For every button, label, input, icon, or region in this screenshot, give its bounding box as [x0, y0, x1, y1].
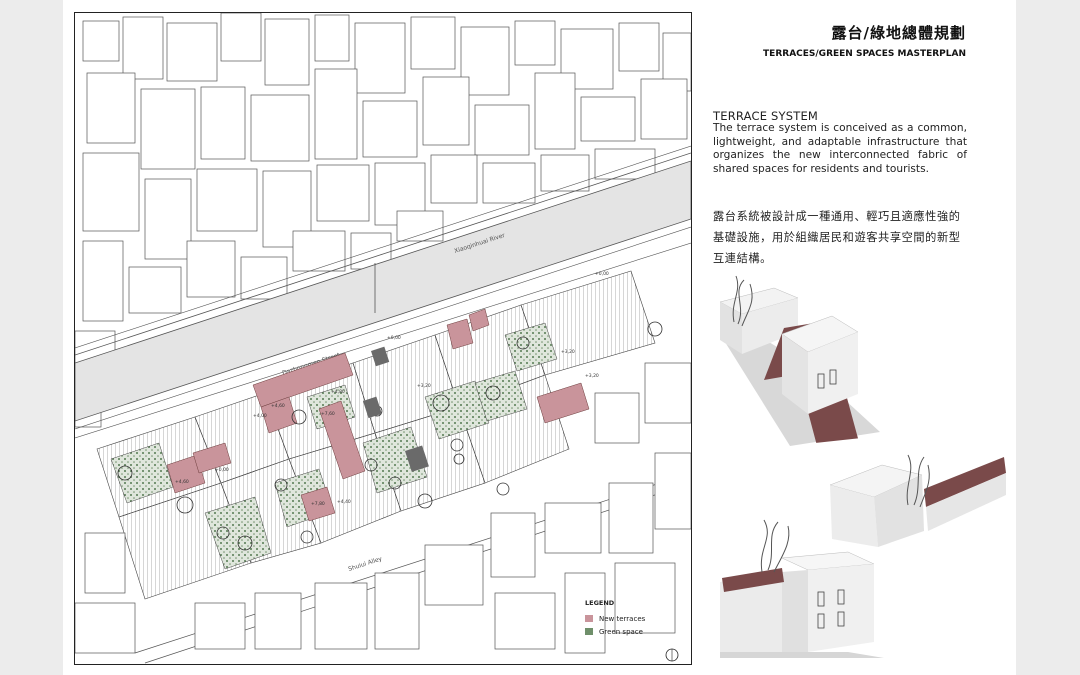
legend-swatch-green	[585, 628, 593, 635]
elevation-label: +4,60	[175, 479, 189, 485]
new-terraces	[166, 308, 590, 522]
page-title-en: TERRACES/GREEN SPACES MASTERPLAN	[763, 49, 966, 59]
courtyard-blocks	[363, 346, 429, 472]
elevation-label: +4,80	[331, 389, 345, 395]
model-photo-1	[712, 262, 887, 447]
legend-title: LEGEND	[585, 599, 615, 607]
model-illustration-1	[719, 275, 880, 446]
section-body-en: The terrace system is conceived as a com…	[713, 122, 967, 176]
elevation-label: +3,20	[561, 349, 575, 355]
elevation-label: +4,60	[271, 403, 285, 409]
elevation-label: +7,60	[321, 411, 335, 417]
masterplan-map: Xiaoqinhuai River Dazhongmen Street	[74, 12, 692, 665]
elevation-label: +3,20	[585, 373, 599, 379]
model-illustration-3	[720, 519, 884, 658]
map-legend: LEGEND New terraces Green space	[585, 599, 646, 636]
elevation-label: +7,80	[311, 501, 325, 507]
elevation-label: +0,00	[387, 335, 401, 341]
elevation-label: +0,00	[595, 271, 609, 277]
elevation-labels: +0,00 +0,00 +4,80 +4,60 +7,60 +3,20 +4,6…	[175, 271, 609, 507]
legend-label-terraces: New terraces	[599, 615, 646, 623]
masterplan-drawing: Xiaoqinhuai River Dazhongmen Street	[75, 13, 691, 664]
legend-swatch-terraces	[585, 615, 593, 622]
model-photo-2	[828, 435, 1006, 550]
elevation-label: +4,00	[253, 413, 267, 419]
section-body-zh: 露台系統被設計成一種通用、輕巧且適應性強的基礎設施，用於組織居民和遊客共享空間的…	[713, 210, 961, 265]
alley-label: Shuiui Alley	[347, 555, 383, 573]
elevation-label: +4,40	[337, 499, 351, 505]
north-arrow-icon	[665, 648, 679, 662]
page-title-zh: 露台/綠地總體規劃	[831, 24, 966, 42]
building-footprints	[75, 13, 691, 428]
model-illustration-2	[829, 454, 1006, 547]
section-heading: TERRACE SYSTEM	[713, 109, 819, 123]
model-photo-3	[718, 512, 888, 660]
building-footprints-south	[75, 362, 691, 654]
legend-label-green: Green space	[599, 628, 643, 636]
elevation-label: +0,00	[215, 467, 229, 473]
elevation-label: +3,20	[417, 383, 431, 389]
